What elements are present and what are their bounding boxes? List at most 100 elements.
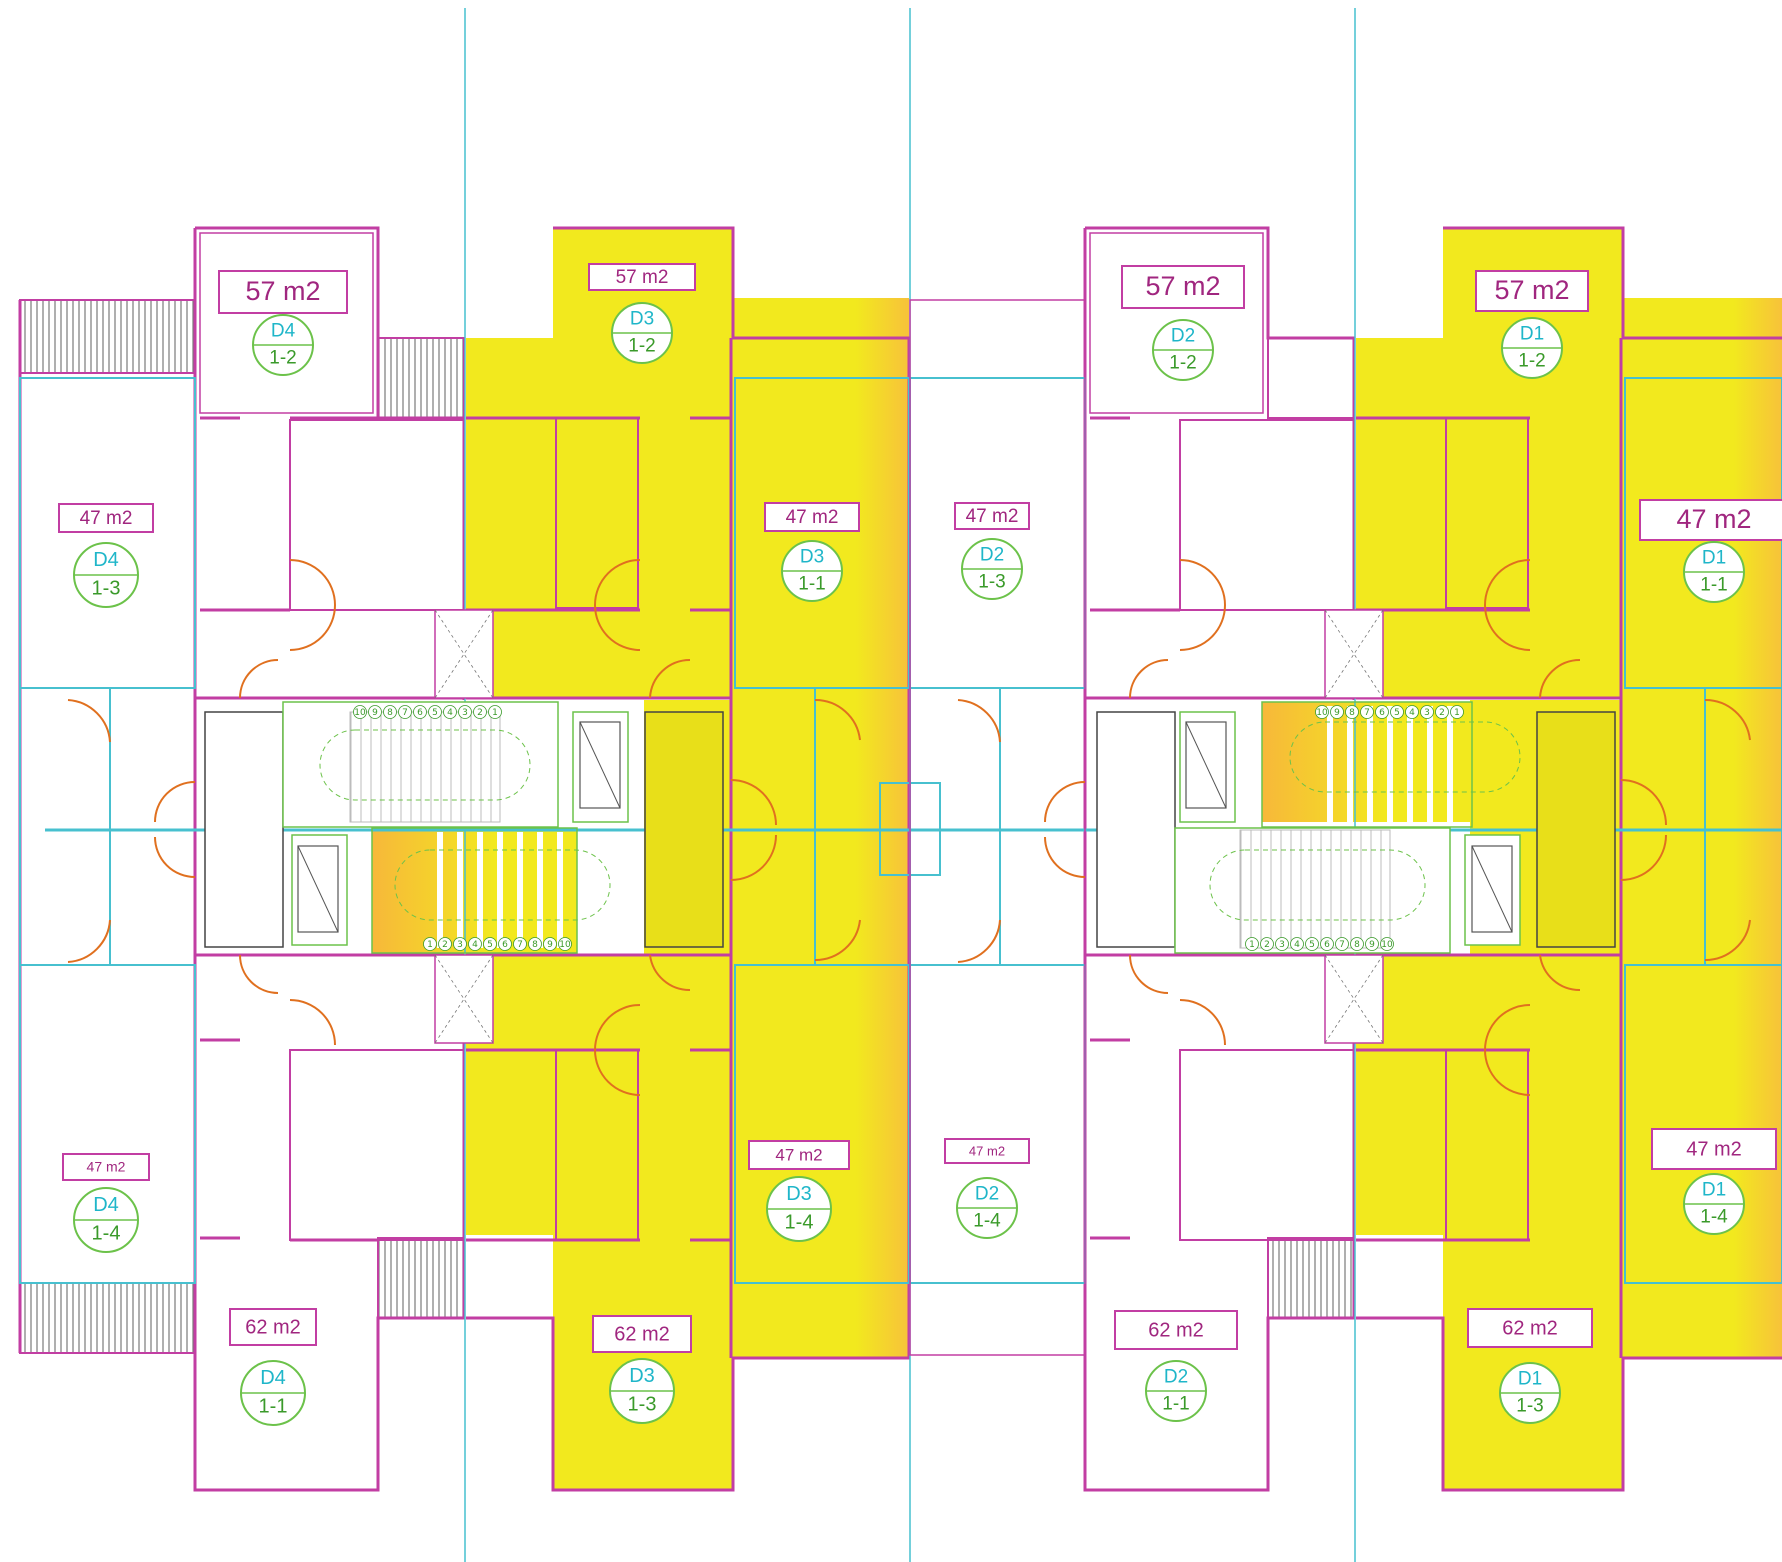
unit-code: D2 bbox=[975, 1184, 999, 1205]
unit-code: D4 bbox=[93, 1194, 119, 1216]
stair-step-marker bbox=[543, 937, 557, 951]
unit-code: D4 bbox=[260, 1367, 286, 1389]
stair-step-number: 8 bbox=[387, 708, 393, 718]
unit-code: D2 bbox=[1171, 326, 1195, 347]
stair-step-number: 5 bbox=[1394, 708, 1400, 718]
doors bbox=[67, 559, 1751, 1096]
stair-step-marker bbox=[1435, 705, 1449, 719]
unit-code: D2 bbox=[1164, 1367, 1188, 1388]
stair-step-number: 1 bbox=[1249, 940, 1255, 950]
stair-step-number: 7 bbox=[517, 940, 523, 950]
stair-step-number: 1 bbox=[427, 940, 433, 950]
area-label: 62 m2 bbox=[245, 1316, 301, 1338]
stair-step-number: 2 bbox=[1264, 940, 1270, 950]
area-box bbox=[218, 270, 348, 314]
stair-step-number: 1 bbox=[1454, 708, 1460, 718]
stair-step-marker bbox=[1335, 937, 1349, 951]
stair-step-marker bbox=[473, 705, 487, 719]
unit-number: 1-4 bbox=[1700, 1207, 1728, 1228]
unit-code: D1 bbox=[1702, 548, 1726, 569]
stair-step-marker bbox=[1330, 705, 1344, 719]
stair-step-number: 2 bbox=[442, 940, 448, 950]
stair-step-number: 2 bbox=[477, 708, 483, 718]
d3-yellow-lower bbox=[466, 955, 731, 1235]
area-label: 57 m2 bbox=[1494, 275, 1569, 305]
stair-step-marker bbox=[1405, 705, 1419, 719]
stair-step-number: 5 bbox=[487, 940, 493, 950]
unit-number: 1-4 bbox=[785, 1212, 814, 1234]
stair-step-marker bbox=[423, 937, 437, 951]
stair-step-number: 3 bbox=[1424, 708, 1430, 718]
stair-step-number: 3 bbox=[457, 940, 463, 950]
stair-step-marker bbox=[1345, 705, 1359, 719]
area-box bbox=[764, 502, 860, 532]
grid-axes bbox=[19, 8, 1782, 1562]
stair-step-number: 4 bbox=[472, 940, 478, 950]
d3-stair-fill bbox=[372, 828, 577, 953]
area-box bbox=[1121, 265, 1245, 309]
unit-number: 1-2 bbox=[269, 348, 296, 369]
area-box bbox=[592, 1315, 692, 1353]
stair-step-marker bbox=[413, 705, 427, 719]
unit-number: 1-3 bbox=[978, 572, 1005, 593]
stair-step-number: 6 bbox=[1324, 940, 1330, 950]
area-label: 57 m2 bbox=[1145, 271, 1220, 301]
stair-step-marker bbox=[438, 937, 452, 951]
stair-step-number: 6 bbox=[1379, 708, 1385, 718]
area-label: 47 m2 bbox=[786, 507, 839, 528]
stair-step-marker bbox=[1290, 937, 1304, 951]
stair-step-marker bbox=[458, 705, 472, 719]
stair-step-marker bbox=[1360, 705, 1374, 719]
area-label: 47 m2 bbox=[969, 1143, 1005, 1158]
stair-step-marker bbox=[1350, 937, 1364, 951]
unit-number: 1-2 bbox=[1518, 351, 1545, 372]
area-box bbox=[588, 263, 696, 291]
unit-code: D1 bbox=[1518, 1369, 1542, 1390]
stair-step-marker bbox=[1275, 937, 1289, 951]
d1-yellow-upper bbox=[1356, 338, 1621, 698]
area-box bbox=[62, 1153, 150, 1181]
stair-step-number: 6 bbox=[502, 940, 508, 950]
stair-step-marker bbox=[1365, 937, 1379, 951]
stair-step-marker bbox=[488, 705, 502, 719]
unit-code: D3 bbox=[786, 1183, 812, 1205]
stair-step-number: 9 bbox=[1334, 708, 1340, 718]
room-label-d2-1-2: 57 m2 D2 1-2 bbox=[1121, 265, 1245, 381]
area-box bbox=[58, 503, 154, 533]
area-box bbox=[1651, 1128, 1777, 1170]
stair-step-number: 9 bbox=[1369, 940, 1375, 950]
stair-step-marker bbox=[468, 937, 482, 951]
unit-number: 1-2 bbox=[1169, 353, 1196, 374]
unit-code: D2 bbox=[980, 545, 1004, 566]
balconies bbox=[19, 299, 1355, 1354]
stair-step-marker bbox=[513, 937, 527, 951]
area-label: 62 m2 bbox=[614, 1323, 670, 1345]
stair-step-number: 7 bbox=[1364, 708, 1370, 718]
area-label: 47 m2 bbox=[1676, 504, 1751, 534]
unit-number: 1-1 bbox=[1700, 575, 1727, 596]
stair-step-number: 3 bbox=[462, 708, 468, 718]
stair-step-marker bbox=[453, 937, 467, 951]
unit-number: 1-1 bbox=[798, 574, 825, 595]
stair-step-number: 4 bbox=[1409, 708, 1415, 718]
stair-step-marker bbox=[428, 705, 442, 719]
unit-code: D3 bbox=[629, 1365, 655, 1387]
area-label: 57 m2 bbox=[245, 276, 320, 306]
stair-step-number: 9 bbox=[547, 940, 553, 950]
unit-number: 1-4 bbox=[973, 1211, 1001, 1232]
area-label: 62 m2 bbox=[1502, 1317, 1558, 1339]
unit-code: D4 bbox=[271, 321, 296, 342]
unit-number: 1-3 bbox=[628, 1394, 657, 1416]
stair-step-number: 5 bbox=[432, 708, 438, 718]
room-label-d4-1-2: 57 m2 D4 1-2 bbox=[218, 270, 348, 376]
